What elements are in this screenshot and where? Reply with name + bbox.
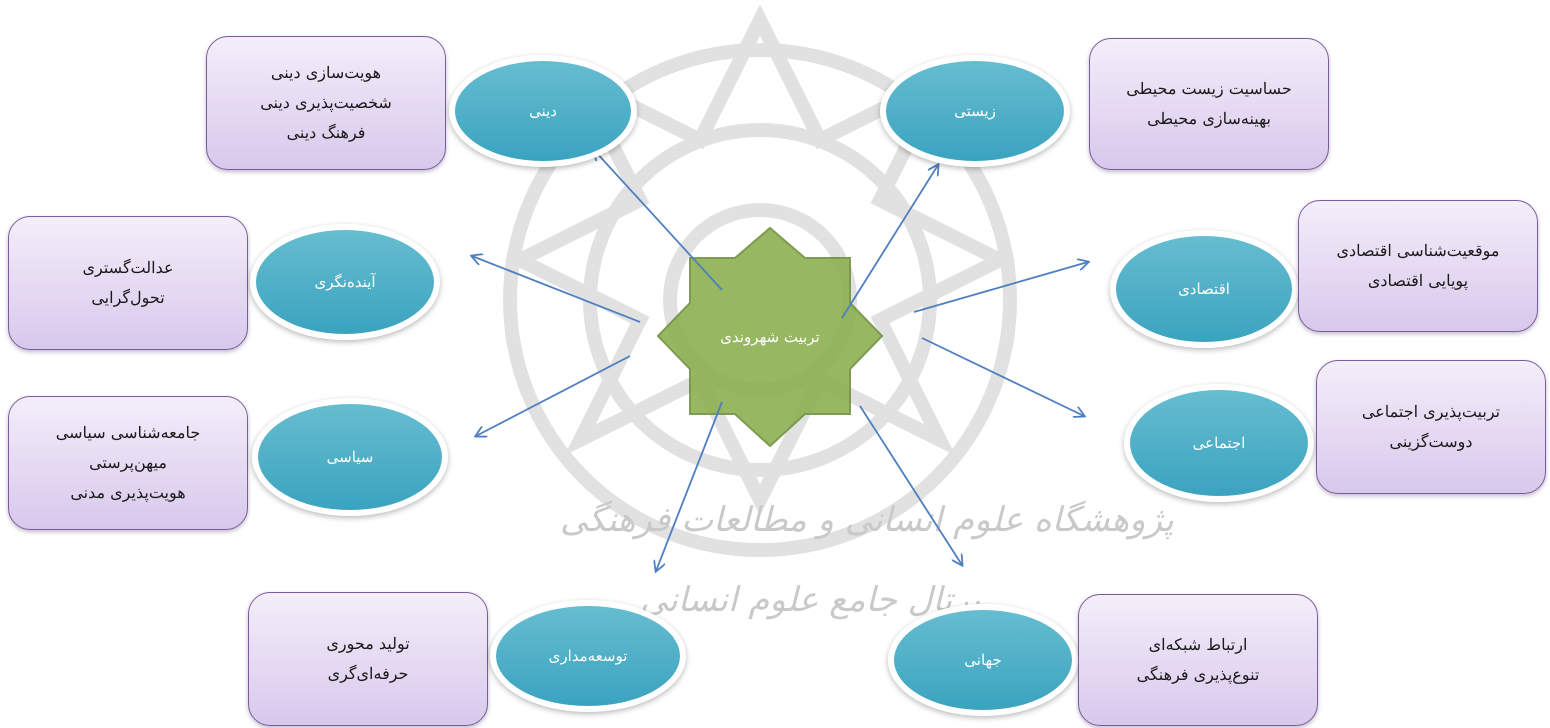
ellipse-label: دینی [529, 102, 557, 120]
box-political: جامعه‌شناسی سیاسی میهن‌پرستی هویت‌پذیری … [8, 396, 248, 530]
ellipse-futurism: آینده‌نگری [250, 224, 440, 340]
box-item: هویت‌سازی دینی [270, 63, 382, 82]
box-item: موقعیت‌شناسی اقتصادی [1336, 241, 1500, 260]
box-economic: موقعیت‌شناسی اقتصادی پویایی اقتصادی [1298, 200, 1538, 332]
ellipse-label: آینده‌نگری [314, 273, 376, 291]
box-item: پویایی اقتصادی [1367, 271, 1469, 290]
watermark-line-1: پژوهشگاه علوم انسانی و مطالعات فرهنگی [560, 500, 1174, 540]
box-item: تولید محوری [326, 634, 410, 653]
ellipse-religious: دینی [449, 55, 637, 167]
ellipse-global: جهانی [888, 604, 1078, 716]
box-item: جامعه‌شناسی سیاسی [55, 423, 201, 442]
box-item: حساسیت زیست محیطی [1126, 79, 1292, 98]
box-religious: هویت‌سازی دینی شخصیت‌پذیری دینی فرهنگ دی… [206, 36, 446, 170]
ellipse-economic: اقتصادی [1110, 230, 1298, 348]
arrow-social [921, 337, 1084, 416]
ellipse-label: اقتصادی [1178, 280, 1230, 298]
ellipse-development: توسعه‌مداری [490, 600, 686, 712]
ellipse-political: سیاسی [252, 398, 448, 516]
watermark-line-2: پرتال جامع علوم انسانی [640, 580, 981, 620]
box-item: هویت‌پذیری مدنی [70, 483, 186, 502]
arrow-economic [913, 262, 1088, 313]
box-environmental: حساسیت زیست محیطی بهینه‌سازی محیطی [1089, 38, 1329, 170]
ellipse-label: جهانی [964, 651, 1002, 669]
box-item: تنوع‌پذیری فرهنگی [1136, 665, 1260, 684]
box-item: عدالت‌گستری [82, 258, 174, 277]
box-item: حرفه‌ای‌گری [327, 664, 409, 683]
box-item: تحول‌گرایی [91, 288, 165, 307]
arrow-global [859, 405, 962, 565]
arrow-environmental [841, 165, 938, 319]
box-social: تربیت‌پذیری اجتماعی دوست‌گزینی [1316, 360, 1546, 494]
box-item: میهن‌پرستی [89, 453, 167, 472]
ellipse-label: توسعه‌مداری [548, 647, 628, 665]
center-label: تربیت شهروندی [720, 328, 820, 346]
box-item: فرهنگ دینی [286, 123, 366, 142]
ellipse-environmental: زیستی [880, 55, 1070, 167]
box-item: تربیت‌پذیری اجتماعی [1361, 402, 1501, 421]
arrow-futurism [472, 256, 641, 323]
ellipse-label: زیستی [954, 102, 996, 120]
arrow-development [656, 401, 723, 571]
box-item: شخصیت‌پذیری دینی [260, 93, 392, 112]
box-item: ارتباط شبکه‌ای [1148, 635, 1248, 654]
ellipse-label: سیاسی [326, 448, 374, 466]
ellipse-label: اجتماعی [1192, 434, 1246, 452]
arrow-political [476, 355, 631, 436]
box-item: دوست‌گزینی [1389, 432, 1473, 451]
box-global: ارتباط شبکه‌ای تنوع‌پذیری فرهنگی [1078, 594, 1318, 726]
arrow-religious [594, 150, 723, 291]
box-futurism: عدالت‌گستری تحول‌گرایی [8, 216, 248, 350]
box-development: تولید محوری حرفه‌ای‌گری [248, 592, 488, 726]
box-item: بهینه‌سازی محیطی [1147, 109, 1271, 128]
ellipse-social: اجتماعی [1124, 384, 1314, 502]
